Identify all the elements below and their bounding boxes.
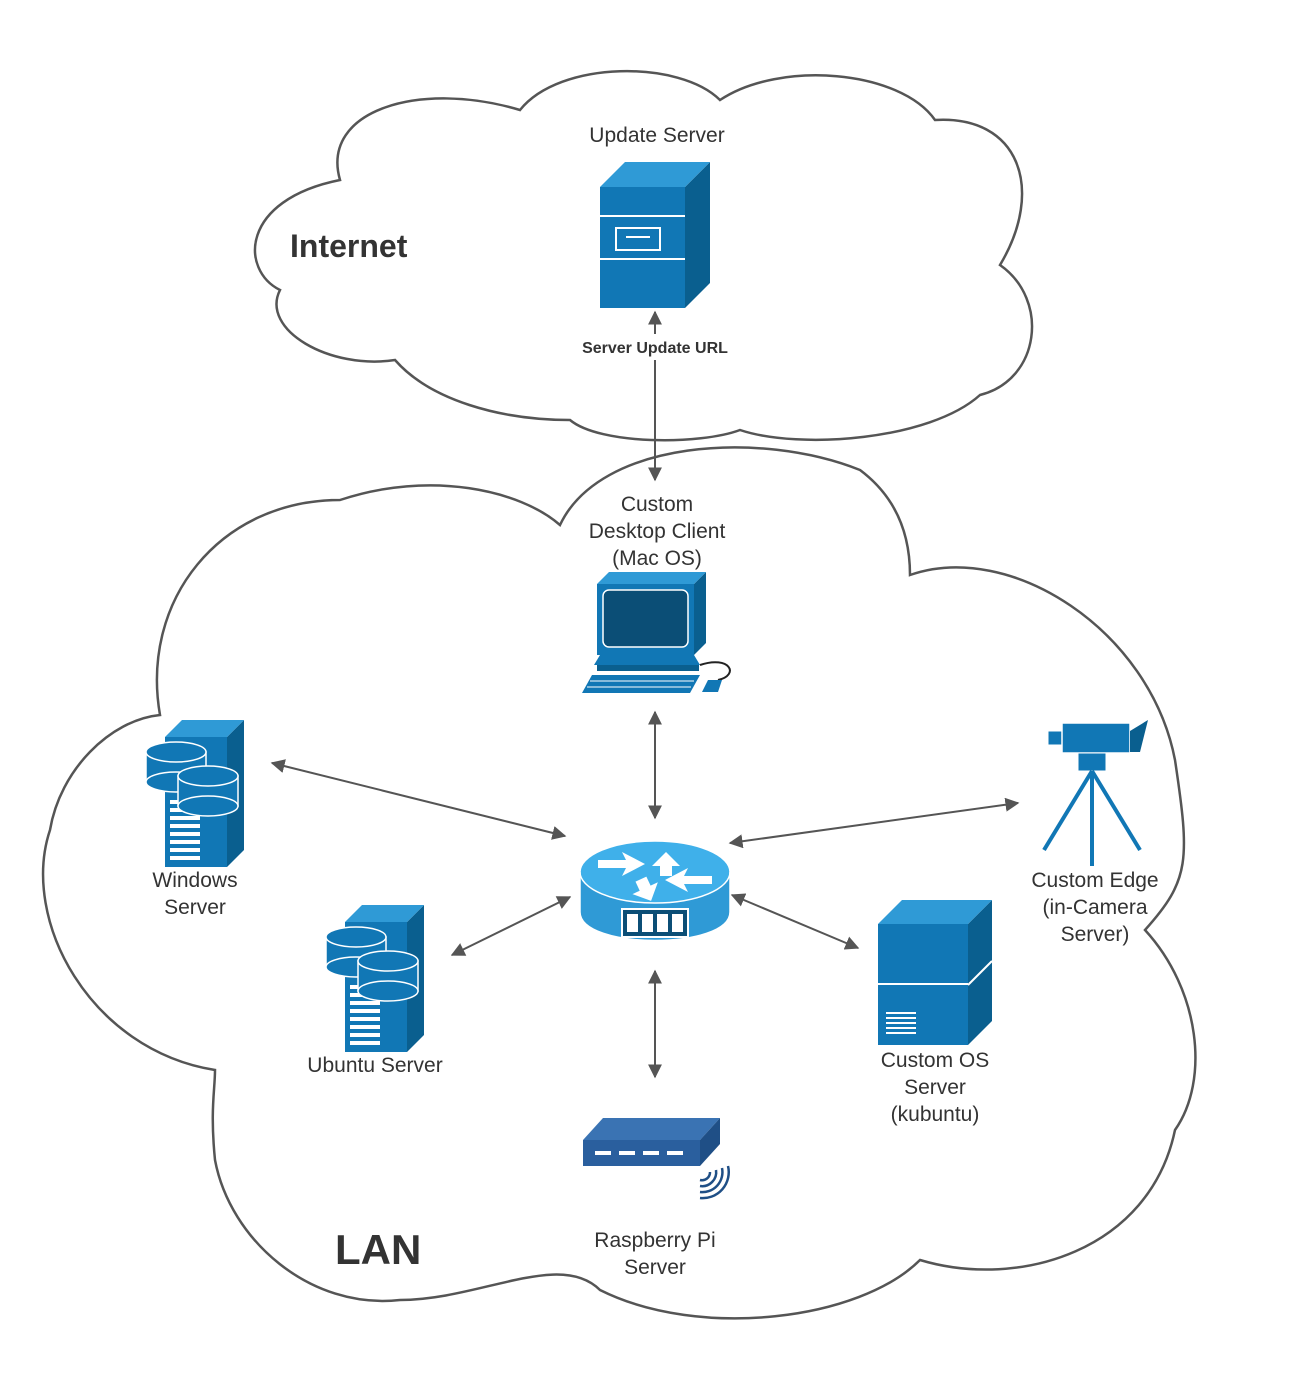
desktop-computer-icon bbox=[582, 572, 731, 693]
ubuntu-server-label: Ubuntu Server bbox=[307, 1054, 442, 1077]
edge-ubuntu-router bbox=[450, 896, 572, 956]
update-server-icon bbox=[600, 162, 710, 308]
custom-os-server-label-line1: Custom OS bbox=[881, 1049, 990, 1072]
desktop-client-label-line1: Custom bbox=[621, 493, 693, 516]
windows-server-label-line2: Server bbox=[164, 896, 226, 919]
custom-os-server-icon bbox=[878, 900, 993, 1045]
windows-server-label-line1: Windows bbox=[152, 869, 237, 892]
desktop-client-label-line2: Desktop Client bbox=[589, 520, 726, 543]
raspberry-pi-label-line1: Raspberry Pi bbox=[594, 1229, 715, 1252]
windows-database-server-icon bbox=[145, 720, 244, 867]
edge-label-server-update-url: Server Update URL bbox=[582, 340, 728, 357]
lan-zone-title: LAN bbox=[335, 1226, 421, 1273]
custom-os-server-label-line3: (kubuntu) bbox=[891, 1103, 980, 1126]
ubuntu-database-server-icon bbox=[325, 905, 424, 1052]
edge-customos-router bbox=[730, 893, 860, 950]
wireless-hub-icon bbox=[583, 1118, 730, 1200]
update-server-label: Update Server bbox=[589, 124, 724, 147]
router-icon bbox=[579, 840, 731, 942]
edge-label-bg bbox=[570, 334, 740, 360]
raspberry-pi-label-line2: Server bbox=[624, 1256, 686, 1279]
internet-zone-title: Internet bbox=[290, 228, 408, 264]
custom-edge-label-line3: Server) bbox=[1061, 923, 1130, 946]
camera-tripod-icon bbox=[1042, 720, 1148, 866]
custom-edge-label-line2: (in-Camera bbox=[1042, 896, 1147, 919]
custom-os-server-label-line2: Server bbox=[904, 1076, 966, 1099]
edge-windows-router bbox=[270, 759, 567, 840]
custom-edge-label-line1: Custom Edge bbox=[1031, 869, 1158, 892]
desktop-client-label-line3: (Mac OS) bbox=[612, 547, 702, 570]
edge-edge-router bbox=[728, 797, 1020, 849]
